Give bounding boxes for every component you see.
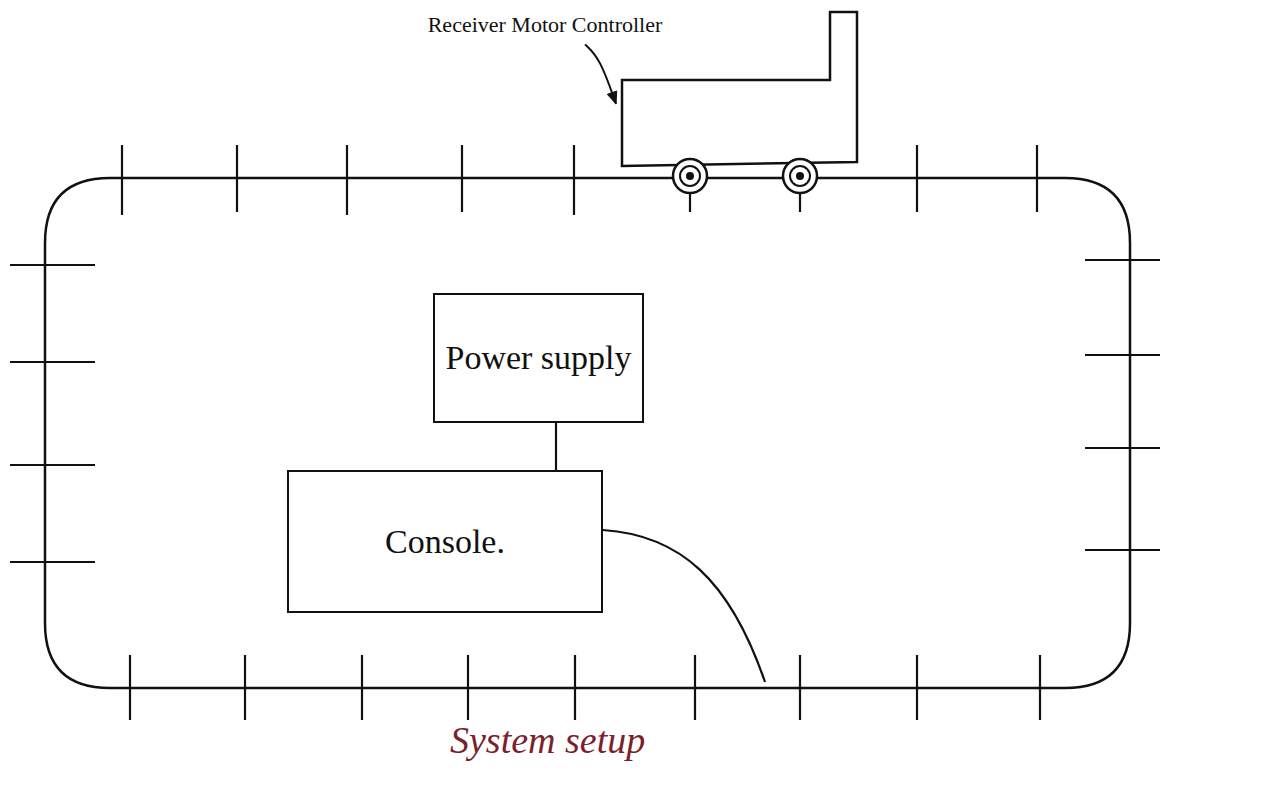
leader-arrow	[585, 44, 616, 104]
track-tie	[1085, 354, 1160, 356]
track-tie	[361, 655, 363, 720]
console-wire	[603, 530, 765, 682]
track-tie	[244, 655, 246, 720]
track-tie	[694, 655, 696, 720]
track-tie	[1085, 447, 1160, 449]
track-tie	[10, 464, 95, 466]
wheel	[783, 159, 817, 193]
track-tie	[1085, 259, 1160, 261]
track-tie	[346, 145, 348, 215]
track-tie	[916, 655, 918, 720]
track-tie	[461, 145, 463, 212]
track-tie	[1085, 549, 1160, 551]
process-box: Console.	[287, 470, 603, 613]
track-tie	[573, 145, 575, 215]
caption: System setup	[450, 718, 645, 762]
track-tie	[799, 655, 801, 720]
track-loop	[45, 178, 1130, 688]
box-label: Console.	[385, 522, 505, 561]
track-tie	[10, 361, 95, 363]
callout-label: Receiver Motor Controller	[420, 12, 670, 38]
track-tie	[916, 145, 918, 212]
box-label: Power supply	[445, 338, 631, 377]
track-tie	[574, 655, 576, 720]
process-box: Power supply	[433, 293, 644, 423]
track-tie	[1039, 655, 1041, 720]
wheel	[673, 159, 707, 193]
track-tie	[10, 264, 95, 266]
track-tie	[236, 145, 238, 212]
track-tie	[121, 145, 123, 215]
track-ties	[10, 145, 1160, 720]
track-tie	[467, 655, 469, 720]
arrow-head	[607, 91, 616, 104]
track-tie	[10, 561, 95, 563]
track-tie	[1036, 145, 1038, 212]
track-tie	[129, 655, 131, 720]
connector-line	[555, 423, 557, 470]
